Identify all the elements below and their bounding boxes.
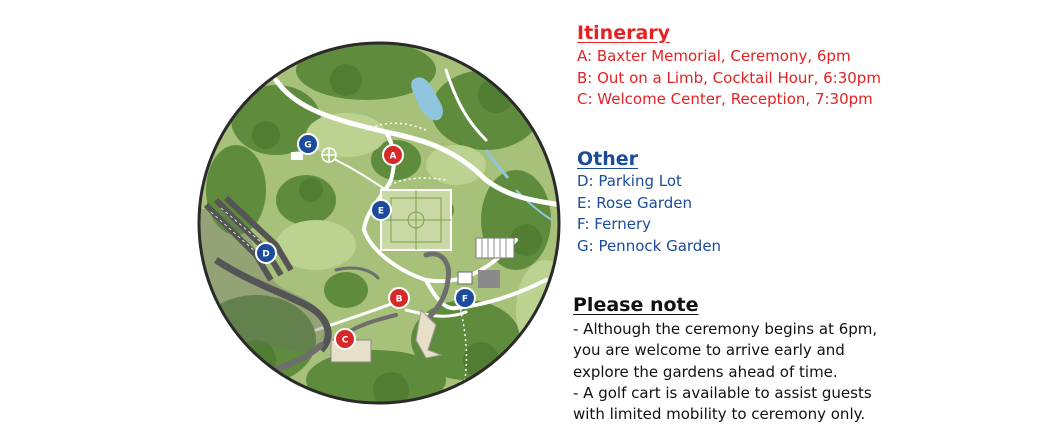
other-heading: Other bbox=[577, 148, 639, 170]
note-line: you are welcome to arrive early and bbox=[573, 341, 845, 360]
map-marker-b[interactable]: B bbox=[388, 287, 410, 309]
map-marker-f[interactable]: F bbox=[454, 287, 476, 309]
itinerary-item: C: Welcome Center, Reception, 7:30pm bbox=[577, 90, 873, 108]
map-marker-letter: E bbox=[378, 207, 384, 217]
other-item: D: Parking Lot bbox=[577, 172, 682, 190]
note-line: - Although the ceremony begins at 6pm, bbox=[573, 320, 878, 338]
map-marker-e[interactable]: E bbox=[370, 199, 392, 221]
other-item: F: Fernery bbox=[577, 215, 652, 233]
fernery-buildings bbox=[457, 237, 515, 288]
map-marker-letter: B bbox=[396, 295, 403, 305]
other-item: G: Pennock Garden bbox=[577, 236, 722, 255]
itinerary-item: B: Out on a Limb, Cocktail Hour, 6:30pm bbox=[577, 68, 881, 87]
garden-map: A B C D E F G bbox=[196, 40, 562, 406]
map-marker-letter: A bbox=[390, 152, 397, 162]
note-heading: Please note bbox=[573, 294, 699, 316]
pond bbox=[411, 77, 443, 121]
walking-paths bbox=[273, 68, 559, 332]
map-marker-letter: G bbox=[304, 141, 311, 151]
note-line: with limited mobility to ceremony only. bbox=[573, 405, 866, 424]
map-marker-letter: F bbox=[462, 295, 468, 305]
map-illustration: A B C D E F G bbox=[197, 41, 561, 405]
please-note-section: Please note - Although the ceremony begi… bbox=[573, 294, 1043, 425]
other-legend: Other D: Parking Lot E: Rose Garden F: F… bbox=[577, 148, 721, 257]
map-marker-a[interactable]: A bbox=[382, 144, 404, 166]
map-marker-g[interactable]: G bbox=[297, 133, 319, 155]
pennock-garden-area bbox=[291, 147, 337, 163]
map-marker-letter: C bbox=[342, 336, 349, 346]
note-line: - A golf cart is available to assist gue… bbox=[573, 383, 872, 402]
other-item: E: Rose Garden bbox=[577, 193, 693, 212]
itinerary-item: A: Baxter Memorial, Ceremony, 6pm bbox=[577, 47, 851, 65]
map-border bbox=[197, 41, 561, 405]
map-marker-c[interactable]: C bbox=[334, 328, 356, 350]
note-line: explore the gardens ahead of time. bbox=[573, 362, 838, 381]
map-marker-letter: D bbox=[262, 250, 269, 260]
rose-garden-area bbox=[380, 189, 452, 251]
map-marker-d[interactable]: D bbox=[255, 242, 277, 264]
itinerary-heading: Itinerary bbox=[577, 22, 671, 44]
itinerary-legend: Itinerary A: Baxter Memorial, Ceremony, … bbox=[577, 22, 881, 111]
